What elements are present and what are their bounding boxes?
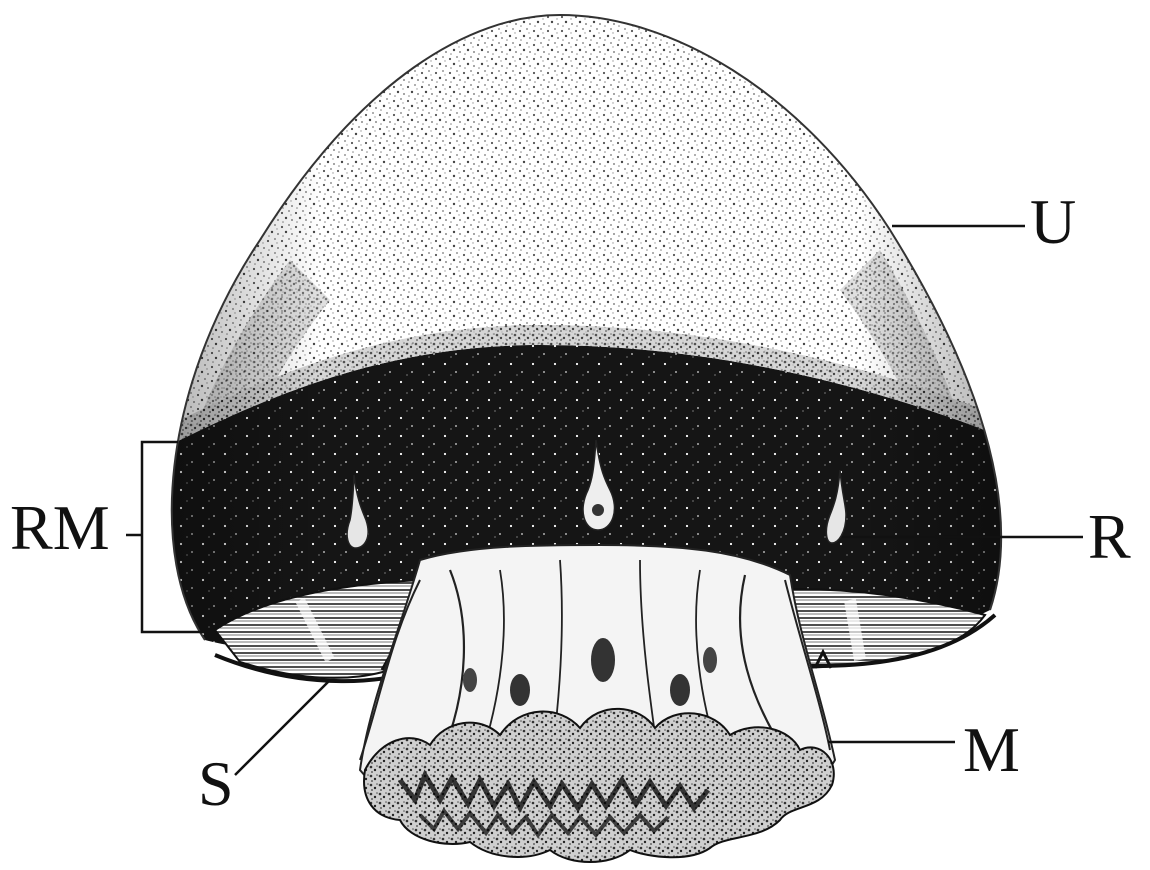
label-r: R (1088, 505, 1131, 569)
label-m: M (963, 718, 1020, 782)
label-rm: RM (10, 496, 110, 560)
label-s: S (198, 752, 234, 816)
leader-line-s (235, 680, 330, 775)
label-u: U (1030, 190, 1076, 254)
